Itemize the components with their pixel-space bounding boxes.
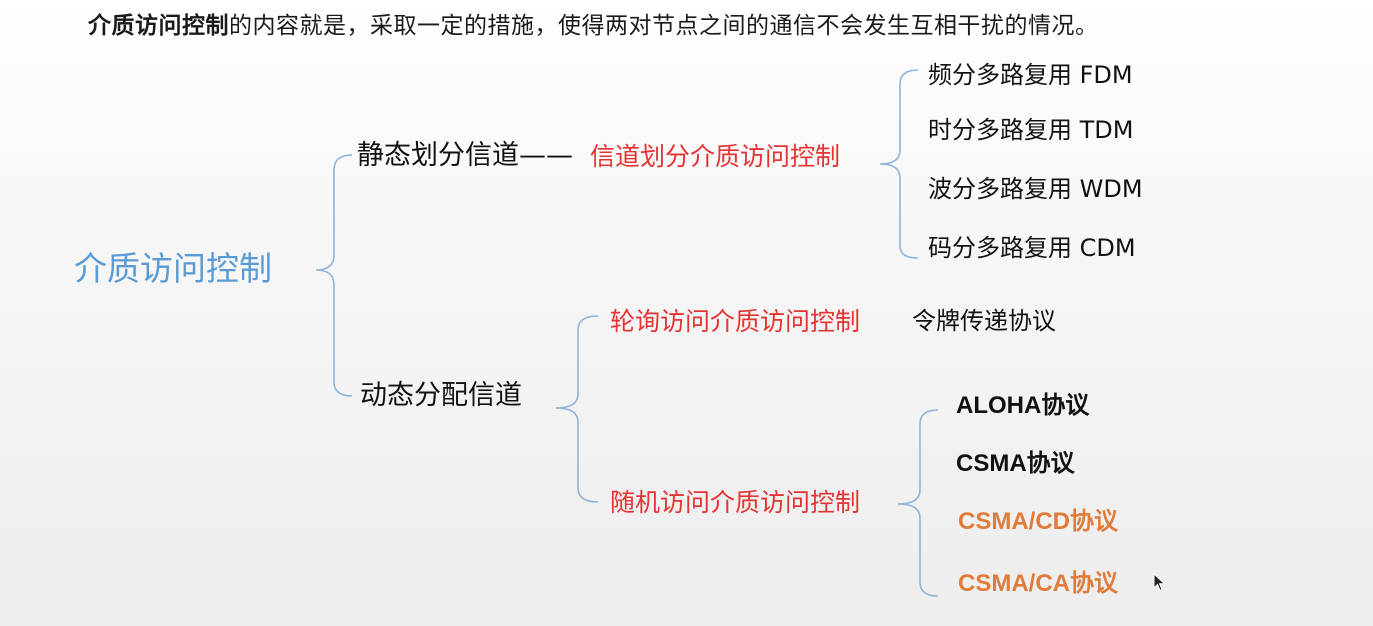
tdm-item: 时分多路复用 TDM bbox=[928, 116, 1134, 144]
dynamic-brace bbox=[555, 315, 599, 503]
random-access-method: 随机访问介质访问控制 bbox=[610, 488, 861, 517]
intro-text: 的内容就是，采取一定的措施，使得两对节点之间的通信不会发生互相干扰的情况。 bbox=[229, 13, 1099, 39]
root-brace bbox=[315, 154, 353, 397]
mouse-cursor-icon bbox=[1153, 573, 1166, 592]
fdm-item: 频分多路复用 FDM bbox=[928, 61, 1133, 89]
static-brace bbox=[879, 69, 919, 259]
dynamic-allocation-label: 动态分配信道 bbox=[360, 380, 522, 411]
cdm-item: 码分多路复用 CDM bbox=[928, 234, 1136, 262]
random-brace bbox=[897, 409, 939, 597]
root-node: 介质访问控制 bbox=[74, 249, 272, 288]
intro-sentence: 介质访问控制的内容就是，采取一定的措施，使得两对节点之间的通信不会发生互相干扰的… bbox=[88, 6, 1099, 40]
csma-ca-protocol: CSMA/CA协议 bbox=[958, 570, 1118, 597]
static-allocation-label: 静态划分信道—— bbox=[357, 140, 573, 171]
polling-access-method: 轮询访问介质访问控制 bbox=[610, 307, 861, 336]
wdm-item: 波分多路复用 WDM bbox=[928, 175, 1143, 203]
token-passing-protocol: 令牌传递协议 bbox=[912, 307, 1056, 335]
csma-cd-protocol: CSMA/CD协议 bbox=[958, 508, 1118, 535]
channel-partition-method: 信道划分介质访问控制 bbox=[590, 142, 841, 171]
intro-bold-term: 介质访问控制 bbox=[88, 13, 229, 39]
aloha-protocol: ALOHA协议 bbox=[956, 392, 1090, 419]
csma-protocol: CSMA协议 bbox=[956, 450, 1075, 477]
